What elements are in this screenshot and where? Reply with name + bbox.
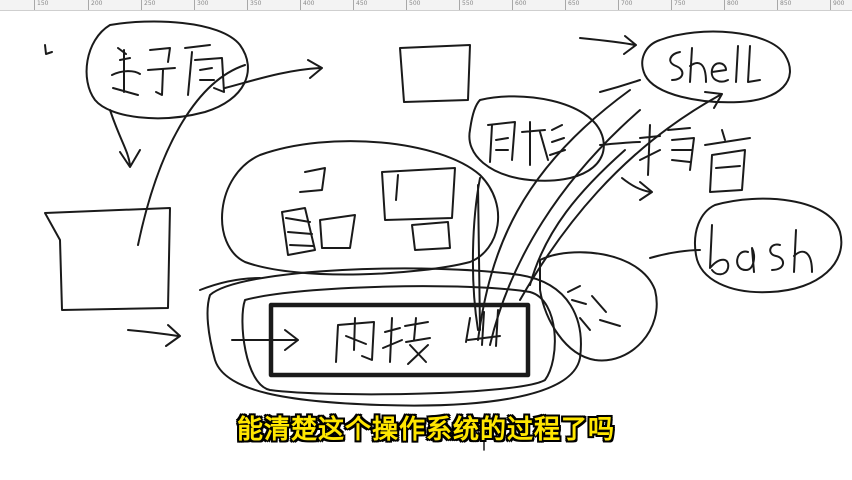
- line-kernel-up: [471, 177, 481, 331]
- user-scribble: [184, 44, 225, 96]
- arrow-into-kernel: [231, 329, 299, 351]
- right-small-scribble: [567, 285, 621, 331]
- ruler-tick-label: 350: [250, 0, 262, 7]
- ruler-tick-label: 300: [197, 0, 209, 7]
- ruler-tick-label: 800: [727, 0, 739, 7]
- kernel-inner-loop: [241, 285, 556, 396]
- ruler-tick: 750: [671, 0, 685, 10]
- arrow-left-to-kernel: [127, 324, 181, 347]
- ruler-tick-label: 650: [568, 0, 580, 7]
- right-small-cloud: [539, 251, 658, 362]
- system-scribble: [299, 167, 326, 193]
- curve-lower-left: [199, 277, 261, 291]
- kernel-scribble: [335, 317, 375, 363]
- system-cloud-outline: [221, 140, 499, 276]
- shell-cloud-outline: [641, 30, 791, 104]
- system-scribble: [319, 214, 356, 249]
- line-kernel-to-shell: [489, 109, 641, 346]
- ruler-tick-label: 450: [356, 0, 368, 7]
- ruler-tick: 850: [777, 0, 791, 10]
- program-scribble: [639, 124, 695, 176]
- ruler-tick: 450: [353, 0, 367, 10]
- shell-scribble: [710, 62, 729, 83]
- system-scribble: [381, 167, 456, 221]
- system-scribble: [411, 221, 451, 251]
- ruler-tick-label: 400: [303, 0, 315, 7]
- ruler-tick-label: 200: [91, 0, 103, 7]
- top-box: [399, 44, 471, 103]
- ruler-tick-label: 150: [37, 0, 49, 7]
- ruler-tick: 700: [618, 0, 632, 10]
- ruler-tick-label: 900: [833, 0, 845, 7]
- shell-scribble: [689, 47, 707, 83]
- ruler-tick: 300: [194, 0, 208, 10]
- bash-scribble: [793, 229, 813, 273]
- kernel-scribble: [382, 317, 431, 365]
- hand-drawn-sketch: [44, 20, 843, 451]
- whiteboard-canvas[interactable]: 能清楚这个操作系统的过程了吗: [0, 11, 852, 480]
- ruler-tick: 350: [247, 0, 261, 10]
- subtitle-caption: 能清楚这个操作系统的过程了吗: [236, 415, 615, 445]
- shell-scribble: [669, 51, 684, 81]
- kernel-scribble: [465, 309, 501, 347]
- user-scribble: [147, 47, 176, 96]
- program-scribble: [704, 129, 751, 193]
- ruler-tick: 150: [34, 0, 48, 10]
- middle-right-cloud: [468, 95, 605, 182]
- line-kernel-up: [529, 149, 626, 286]
- bash-scribble: [709, 224, 730, 276]
- kernel-outer-loop: [206, 267, 582, 407]
- arrow-user-to-top-box: [224, 59, 323, 89]
- stroke-mark: [44, 44, 53, 55]
- ruler-tick: 600: [512, 0, 526, 10]
- curve-cloud-to-left-box: [137, 64, 246, 246]
- line-kernel-to-shell: [477, 89, 631, 341]
- ruler-tick-label: 700: [621, 0, 633, 7]
- ruler-tick: 650: [565, 0, 579, 10]
- ruler-tick: 550: [459, 0, 473, 10]
- ruler-tick-label: 500: [409, 0, 421, 7]
- middle-right-scribble: [487, 121, 516, 163]
- bash-cloud-outline: [694, 197, 843, 294]
- ruler-tick-label: 250: [144, 0, 156, 7]
- user-cloud-outline: [85, 20, 249, 120]
- system-scribble: [281, 207, 316, 256]
- ruler-tick-label: 550: [462, 0, 474, 7]
- ruler-tick-label: 750: [674, 0, 686, 7]
- ruler-tick: 200: [88, 0, 102, 10]
- ruler-tick: 500: [406, 0, 420, 10]
- ruler-tick: 400: [300, 0, 314, 10]
- line-to-bash: [649, 249, 701, 259]
- middle-right-scribble: [521, 121, 566, 166]
- arrows-to-program: [599, 141, 653, 201]
- top-ruler: 150 200 250 300 350 400 450 500 550 600 …: [0, 0, 852, 11]
- arrow-cloud-down: [109, 109, 141, 168]
- ruler-tick: 900: [830, 0, 844, 10]
- ruler-tick: 250: [141, 0, 155, 10]
- user-scribble: [111, 47, 141, 96]
- left-box: [44, 207, 171, 311]
- bash-scribble: [736, 247, 755, 273]
- shell-scribble: [735, 45, 761, 83]
- bash-scribble: [769, 243, 784, 271]
- ruler-tick: 800: [724, 0, 738, 10]
- ruler-tick-label: 850: [780, 0, 792, 7]
- arrows-to-shell: [579, 35, 641, 93]
- ruler-tick-label: 600: [515, 0, 527, 7]
- line-kernel-to-shell: [519, 91, 723, 301]
